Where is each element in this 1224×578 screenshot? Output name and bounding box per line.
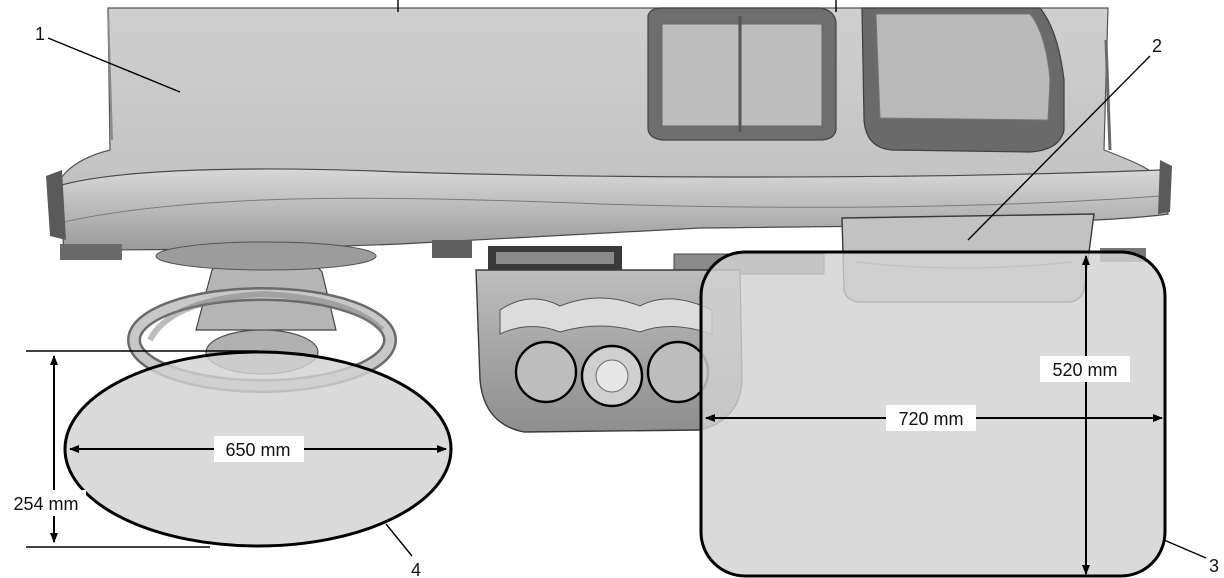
callout-1-label: 1 [35,24,45,44]
callout-2: 2 [967,36,1162,241]
callout-4-label: 4 [411,560,421,578]
driver-width-dimension: 650 mm [69,436,447,462]
passenger-width-dimension: 720 mm [705,405,1163,431]
passenger-height-label: 520 mm [1052,360,1117,380]
callout-1: 1 [35,24,181,93]
center-display-housing [647,7,837,141]
center-console [475,269,743,433]
passenger-width-label: 720 mm [898,409,963,429]
driver-height-label: 254 mm [13,494,78,514]
passenger-height-dimension: 520 mm [1040,255,1130,575]
right-mount-bracket [1158,160,1172,214]
callout-3: 3 [1163,539,1219,576]
console-knob-left [514,340,578,404]
callout-4: 4 [385,523,421,578]
left-mount-bracket [46,170,66,240]
upper-storage-tray [861,7,1065,153]
driver-height-dimension: 254 mm [6,350,258,548]
console-knob-right [646,340,710,404]
callout-2-label: 2 [1152,36,1162,56]
driver-width-label: 650 mm [225,440,290,460]
callout-3-label: 3 [1209,556,1219,576]
